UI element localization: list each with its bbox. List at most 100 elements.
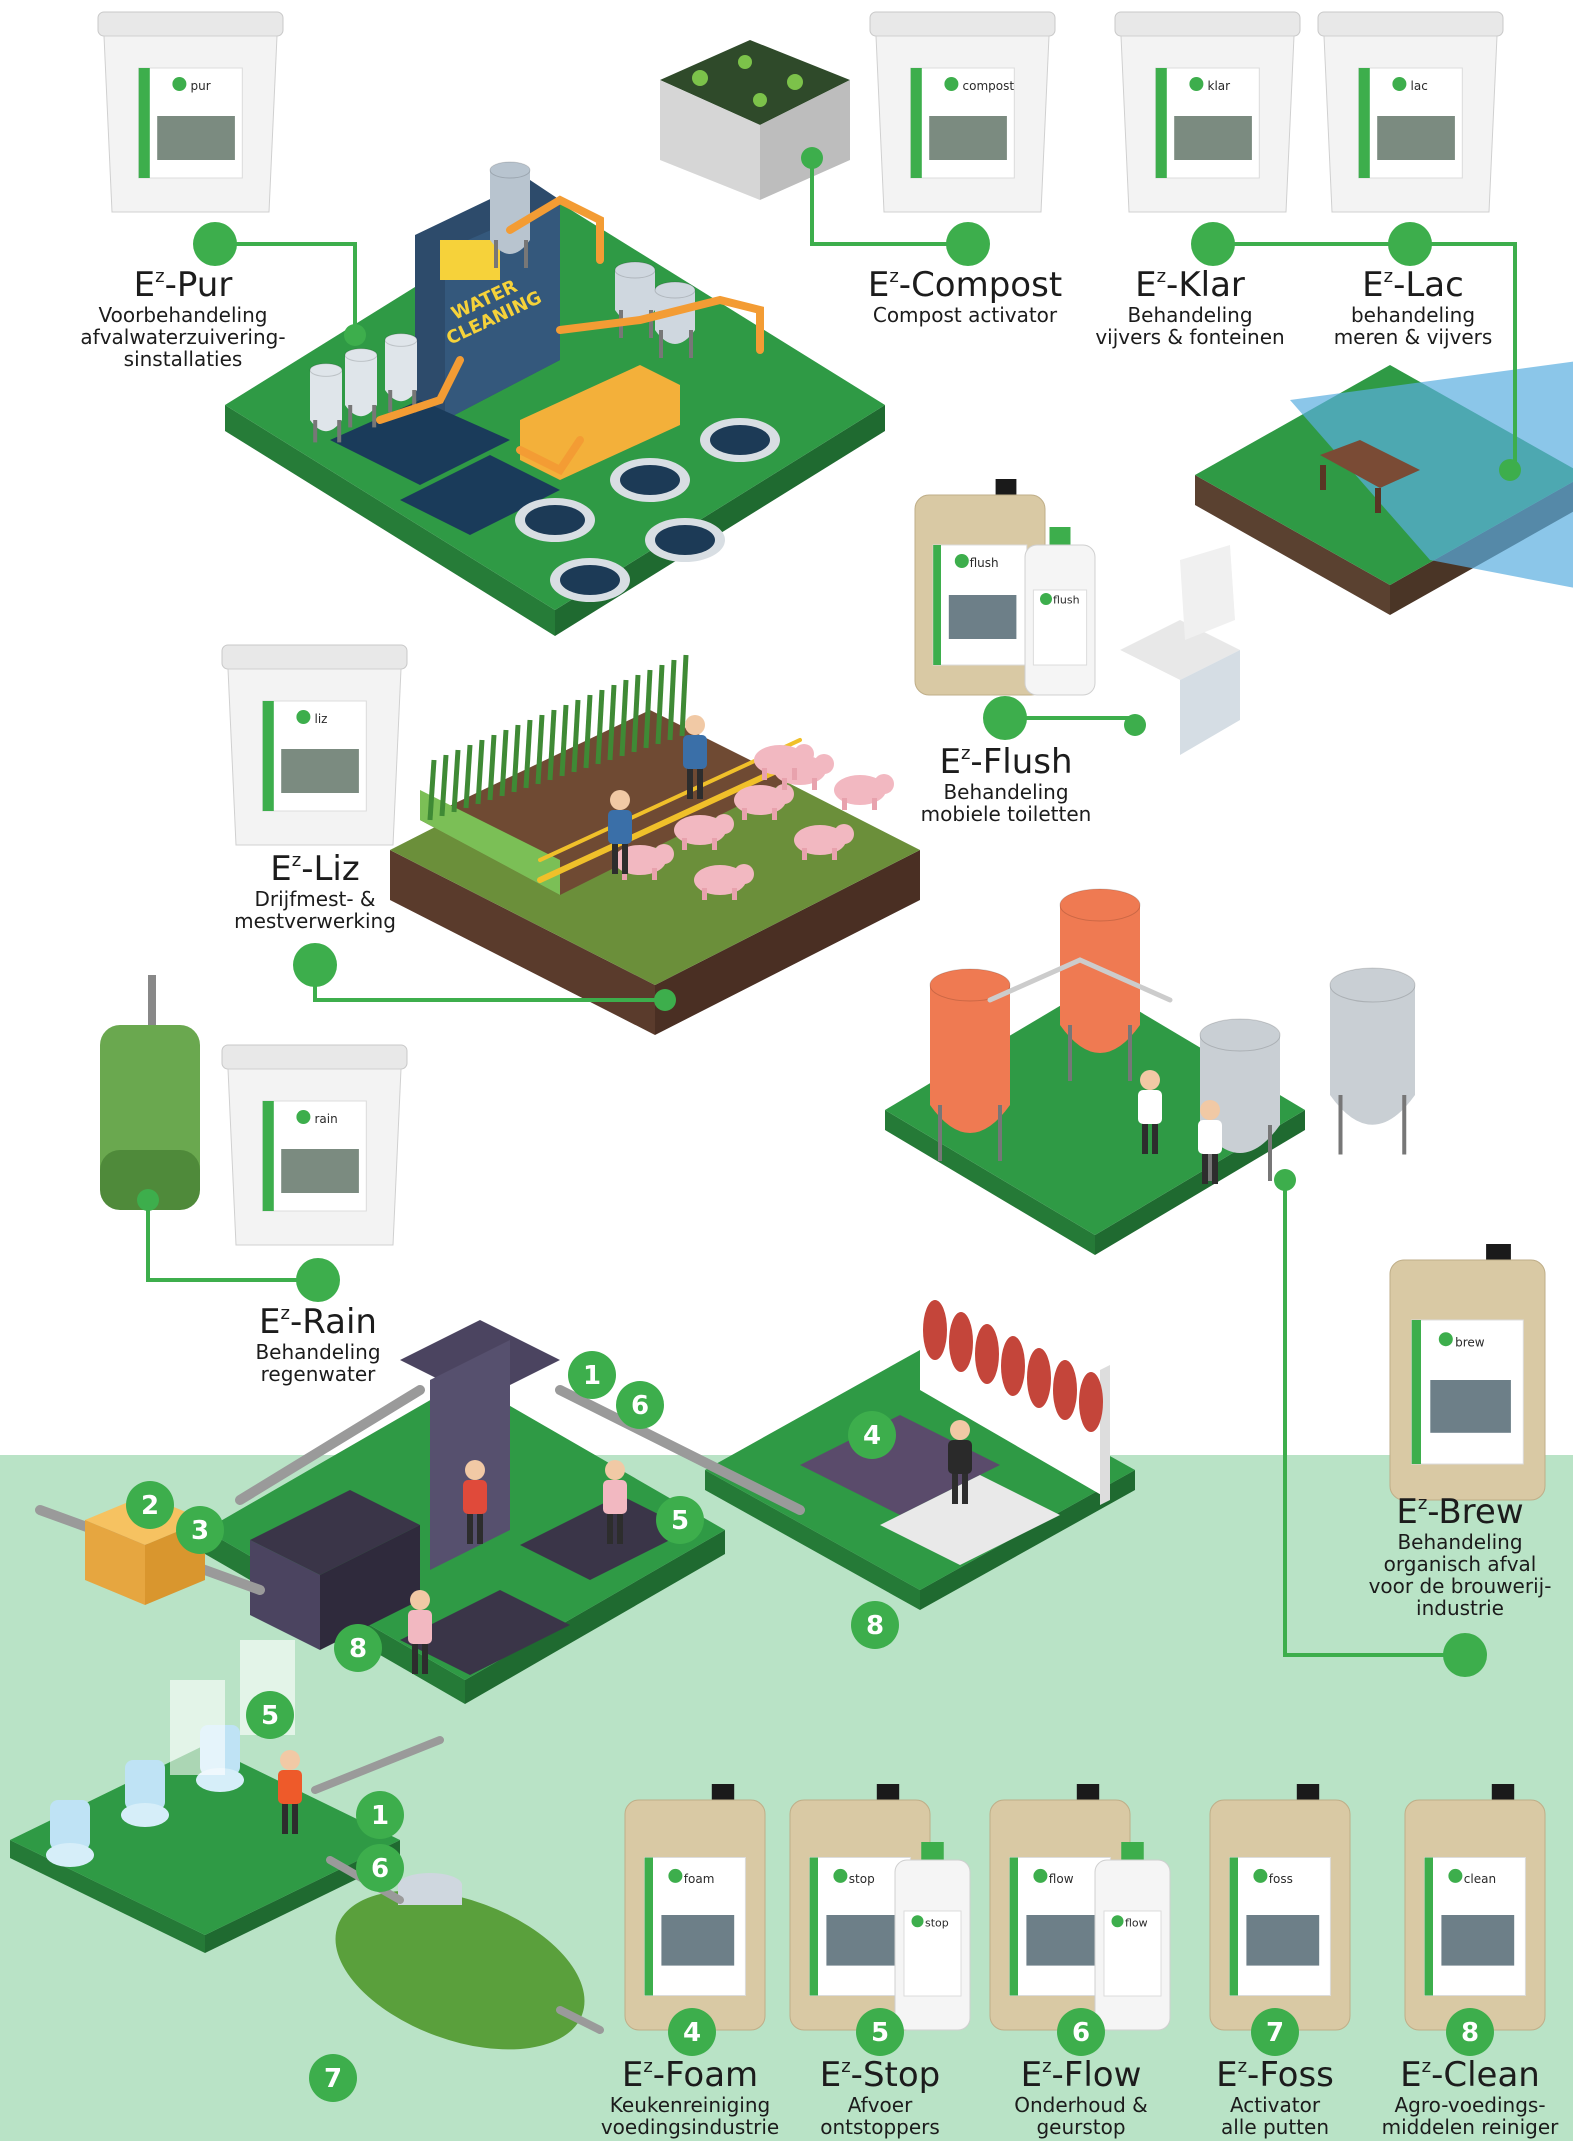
- product-description-line: mestverwerking: [234, 908, 396, 933]
- connector-lac: [1410, 242, 1517, 470]
- butchery-scene: [800, 1255, 1110, 1565]
- farmer-2: [608, 790, 632, 874]
- marker-1-toilets: 1: [356, 1791, 404, 1839]
- kitchen-scene: [250, 1320, 690, 1675]
- product-description-line: Behandeling: [943, 779, 1069, 804]
- [object SVGGElement]: [344, 348, 378, 428]
- marker-7-product: 7: [1251, 2008, 1299, 2056]
- svg-text:brew: brew: [1455, 1335, 1485, 1349]
- product-description-line: Afvoer: [847, 2092, 913, 2117]
- product-description-line: Compost activator: [872, 302, 1058, 327]
- product-description-line: alle putten: [1220, 2114, 1330, 2139]
- product-description-line: Activator: [1229, 2092, 1321, 2117]
- bucket-liz: liz: [221, 644, 408, 846]
- product-title: Ez-Lac: [1362, 265, 1464, 305]
- svg-text:2: 2: [141, 1491, 159, 1521]
- product-prefix: E: [939, 742, 961, 782]
- dot-compost-label: [946, 222, 990, 266]
- product-name: Brew: [1438, 1492, 1524, 1532]
- dot-pur-end: [344, 324, 366, 346]
- svg-text:8: 8: [1461, 2018, 1479, 2048]
- dot-rain-end: [137, 1189, 159, 1211]
- bucket-compost: compost: [869, 11, 1056, 213]
- svg-text:klar: klar: [1208, 79, 1231, 93]
- marker-4-product: 4: [668, 2008, 716, 2056]
- brewer-2: [1198, 1100, 1222, 1184]
- marker-4: 4: [848, 1411, 896, 1459]
- pig: [674, 814, 734, 850]
- jerrycan-foss: foss: [1209, 1784, 1351, 2031]
- jerrycan-foam: foam: [624, 1784, 766, 2031]
- svg-text:7: 7: [1266, 2018, 1284, 2048]
- pig: [794, 824, 854, 860]
- svg-text:foss: foss: [1269, 1872, 1293, 1886]
- product-prefix-superscript: z: [889, 265, 899, 287]
- product-title: Ez-Clean: [1400, 2055, 1540, 2095]
- product-name: Foam: [665, 2055, 759, 2095]
- farmer-1: [683, 715, 707, 799]
- pig: [834, 774, 894, 810]
- product-description-line: behandeling: [1350, 302, 1476, 327]
- pond-dock: [1320, 440, 1420, 513]
- compost-crate: [660, 40, 850, 200]
- jerrycan-brew: brew: [1389, 1244, 1546, 1501]
- [object SVGGElement]: [537, 757, 803, 883]
- marker-8-product: 8: [1446, 2008, 1494, 2056]
- svg-text:4: 4: [683, 2018, 701, 2048]
- svg-text:4: 4: [863, 1421, 881, 1451]
- product-description-line: afvalwaterzuivering-: [80, 324, 286, 349]
- dot-brew-end: [1274, 1169, 1296, 1191]
- product-title: Ez-Klar: [1135, 265, 1245, 305]
- bucket-lac: lac: [1317, 11, 1504, 213]
- product-prefix: E: [819, 2055, 842, 2095]
- [object SVGGElement]: [376, 356, 464, 424]
- jerrycan-flush: flush: [914, 479, 1046, 696]
- svg-text:8: 8: [349, 1634, 367, 1664]
- product-prefix-superscript: z: [1042, 2055, 1052, 2077]
- marker-8-kitchen: 8: [334, 1624, 382, 1672]
- product-name: Foss: [1259, 2055, 1334, 2095]
- svg-text:clean: clean: [1464, 1872, 1496, 1886]
- svg-text:stop: stop: [925, 1916, 949, 1929]
- product-prefix: E: [621, 2055, 644, 2095]
- septic-tank: [335, 1873, 585, 2050]
- svg-text:liz: liz: [315, 712, 328, 726]
- product-description-line: Behandeling: [1397, 1529, 1523, 1554]
- jerrycan-clean: clean: [1404, 1784, 1546, 2031]
- product-description-line: regenwater: [260, 1361, 376, 1386]
- svg-text:5: 5: [671, 1506, 689, 1536]
- product-name: Liz: [313, 849, 360, 889]
- dot-flush-end: [1124, 714, 1146, 736]
- marker-3: 3: [176, 1506, 224, 1554]
- product-prefix-superscript: z: [841, 2055, 851, 2077]
- svg-text:6: 6: [371, 1854, 389, 1884]
- product-description-line: vijvers & fonteinen: [1095, 324, 1285, 349]
- marker-6-toilets: 6: [356, 1844, 404, 1892]
- product-prefix-superscript: z: [1383, 265, 1394, 287]
- marker-5-kitchen: 5: [656, 1496, 704, 1544]
- svg-text:5: 5: [261, 1701, 279, 1731]
- product-description-line: ontstoppers: [820, 2114, 940, 2139]
- product-description-line: meren & vijvers: [1333, 324, 1493, 349]
- product-name: Compost: [911, 265, 1063, 305]
- product-title: Ez-Compost: [867, 265, 1063, 305]
- dot-liz-end: [654, 989, 676, 1011]
- product-title: Ez-Stop: [819, 2055, 941, 2095]
- [object SVGGElement]: [1329, 967, 1416, 1155]
- svg-text:stop: stop: [849, 1872, 875, 1886]
- product-description-line: Drijfmest- &: [254, 886, 376, 911]
- product-prefix: E: [867, 265, 890, 305]
- product-name: Rain: [302, 1302, 377, 1342]
- product-title: Ez-Rain: [259, 1302, 377, 1342]
- dot-liz-label: [293, 943, 337, 987]
- svg-text:flow: flow: [1125, 1916, 1148, 1929]
- product-title: Ez-Flush: [939, 742, 1073, 782]
- svg-text:3: 3: [191, 1516, 209, 1546]
- person-washing: [278, 1750, 302, 1834]
- product-prefix-superscript: z: [1417, 1492, 1428, 1514]
- svg-text:flush: flush: [970, 556, 999, 570]
